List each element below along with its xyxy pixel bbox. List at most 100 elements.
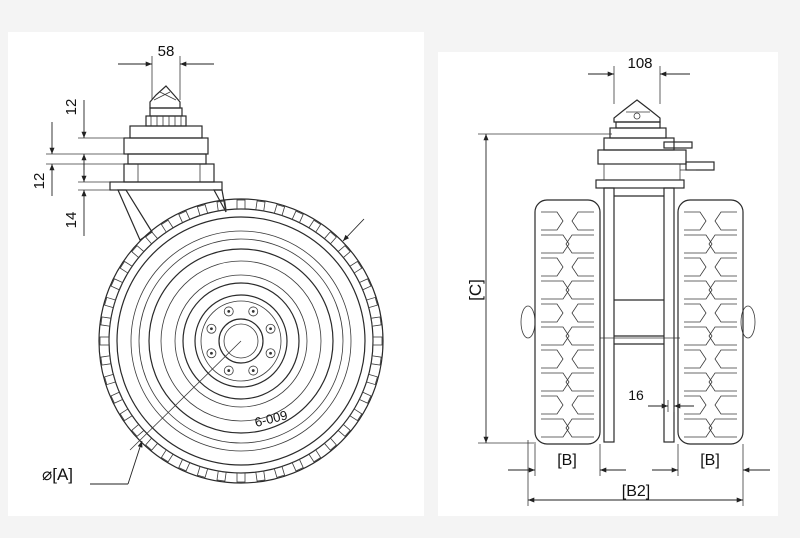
- tread-block: [178, 458, 191, 472]
- tread-block: [160, 219, 174, 233]
- tread-lug: [714, 211, 737, 231]
- tread-block: [216, 200, 227, 212]
- tread-block: [358, 278, 372, 291]
- tread-block: [291, 210, 304, 224]
- tread-lug: [571, 303, 594, 323]
- tread-block: [119, 408, 133, 422]
- tread-lug: [714, 257, 737, 277]
- tread-block: [236, 472, 246, 483]
- dim-108-label: 108: [627, 55, 652, 72]
- right-dimensions: 108 [C] 16: [466, 55, 770, 506]
- tread-lug: [684, 280, 713, 300]
- tread-block: [145, 231, 159, 245]
- bolt-holes: [206, 306, 276, 376]
- tread-lug: [684, 303, 707, 323]
- tread-block: [178, 210, 191, 224]
- front-view: 108 [C] 16: [466, 55, 770, 506]
- tread-lug: [684, 234, 713, 254]
- right-tire: [677, 199, 744, 445]
- tread-block: [131, 245, 145, 259]
- tread-lug: [708, 280, 737, 300]
- tread-right: [684, 211, 737, 438]
- tread-block: [236, 199, 246, 210]
- tread-block: [323, 231, 337, 245]
- tread-lug: [541, 326, 570, 346]
- tread-block: [349, 260, 363, 274]
- tread-block: [196, 466, 209, 478]
- left-dimensions: 58 12 12 14 ⌀[A]: [31, 43, 365, 485]
- tread-block: [131, 423, 145, 437]
- bolt-hole-center: [269, 351, 272, 355]
- dim-c-label: [C]: [466, 279, 485, 301]
- tread-block: [370, 355, 382, 366]
- dim-diameter-label: ⌀[A]: [42, 465, 73, 484]
- tread-block: [366, 296, 378, 309]
- tread-lug: [541, 280, 570, 300]
- tread-lug: [708, 326, 737, 346]
- tread-block: [104, 296, 116, 309]
- dim-b2-label: [B2]: [622, 483, 650, 500]
- tread-lug: [714, 303, 737, 323]
- tread-lug: [708, 372, 737, 392]
- dim-b-right-label: [B]: [700, 452, 720, 469]
- bolt-hole-center: [210, 351, 213, 355]
- tread-block: [104, 373, 116, 386]
- bolt-hole: [223, 365, 234, 376]
- dim-14-label: 14: [63, 212, 80, 229]
- tread-lug: [541, 395, 564, 415]
- bolt-hole: [206, 348, 217, 359]
- tread-lug: [565, 280, 594, 300]
- tread-block: [110, 278, 124, 291]
- bolt-hole-center: [210, 327, 213, 331]
- tread-block: [337, 245, 351, 259]
- tread-block: [119, 260, 133, 274]
- tread-left: [541, 211, 594, 438]
- tread-lug: [565, 234, 594, 254]
- tread-block: [366, 373, 378, 386]
- tread-block: [100, 355, 112, 366]
- tread-lug: [541, 257, 564, 277]
- tread-block: [110, 391, 124, 404]
- tread-lug: [541, 372, 570, 392]
- tread-lug: [571, 211, 594, 231]
- tread-lug: [565, 326, 594, 346]
- tread-block: [372, 336, 383, 346]
- tread-lug: [708, 418, 737, 438]
- side-view: 58 12 12 14 ⌀[A]: [31, 43, 384, 485]
- tread-blocks: [99, 199, 383, 483]
- tread-lug: [571, 395, 594, 415]
- tread-lug: [684, 395, 707, 415]
- bolt-hole-center: [227, 310, 231, 313]
- tread-lug: [541, 211, 564, 231]
- tread-lug: [541, 418, 570, 438]
- tread-lug: [684, 326, 713, 346]
- front-mount: [595, 99, 715, 189]
- tread-block: [99, 336, 110, 346]
- tread-block: [358, 391, 372, 404]
- top-mount: [109, 85, 227, 241]
- tread-lug: [708, 234, 737, 254]
- dim-58-label: 58: [158, 43, 175, 60]
- tread-block: [160, 449, 174, 463]
- tread-lug: [684, 211, 707, 231]
- bolt-hole-center: [227, 369, 231, 372]
- tread-block: [145, 437, 159, 451]
- tread-lug: [565, 372, 594, 392]
- bolt-hole: [248, 306, 259, 317]
- tread-block: [196, 204, 209, 216]
- tread-lug: [565, 418, 594, 438]
- bolt-hole: [265, 348, 276, 359]
- tread-lug: [571, 257, 594, 277]
- tread-lug: [714, 395, 737, 415]
- tread-block: [255, 200, 266, 212]
- tread-block: [323, 437, 337, 451]
- tread-lug: [684, 257, 707, 277]
- dim-b-left-label: [B]: [557, 452, 577, 469]
- tread-block: [308, 219, 322, 233]
- tread-block: [370, 316, 382, 327]
- tread-block: [273, 466, 286, 478]
- bolt-hole-center: [269, 327, 272, 331]
- tread-lug: [541, 303, 564, 323]
- tread-block: [308, 449, 322, 463]
